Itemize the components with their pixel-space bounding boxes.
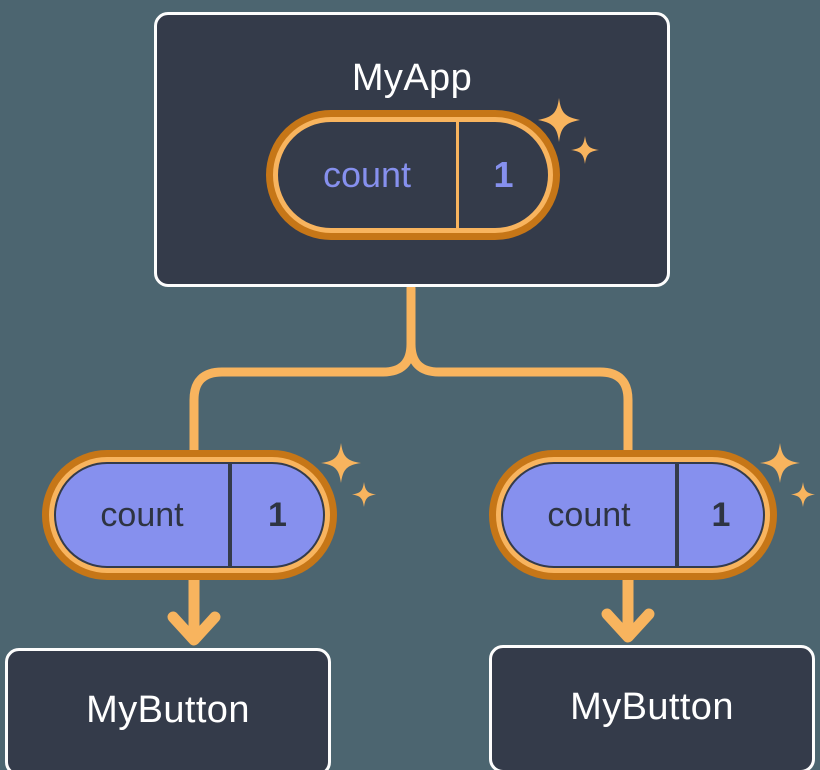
component-box-mybutton-right[interactable]: MyButton: [489, 645, 815, 770]
state-pill-inner: count 1: [501, 462, 765, 568]
sparkle-four-point-small: [352, 482, 376, 507]
component-title-mybutton: MyButton: [86, 689, 250, 731]
sparkle-four-point-large: [321, 443, 361, 483]
sparkle-four-point-large: [760, 443, 800, 483]
state-pill-inner: count 1: [54, 462, 325, 568]
component-title-mybutton: MyButton: [570, 686, 734, 728]
sparkle-four-point-small: [791, 482, 815, 507]
state-key: count: [100, 495, 184, 534]
state-value: 1: [675, 464, 763, 566]
state-pill-left[interactable]: count 1: [42, 450, 337, 580]
state-pill-myapp[interactable]: count 1: [266, 110, 560, 240]
arrow-down-icon: [601, 574, 655, 643]
state-pill-right[interactable]: count 1: [489, 450, 777, 580]
arrow-down-icon: [167, 574, 221, 646]
state-pill-inner: count 1: [278, 122, 548, 228]
component-box-mybutton-left[interactable]: MyButton: [5, 648, 331, 770]
state-value: 1: [456, 122, 548, 228]
state-key: count: [322, 154, 412, 195]
state-key: count: [547, 495, 631, 534]
branch-connector-icon: [189, 283, 633, 457]
component-title-myapp: MyApp: [351, 57, 473, 99]
state-value: 1: [228, 464, 323, 566]
